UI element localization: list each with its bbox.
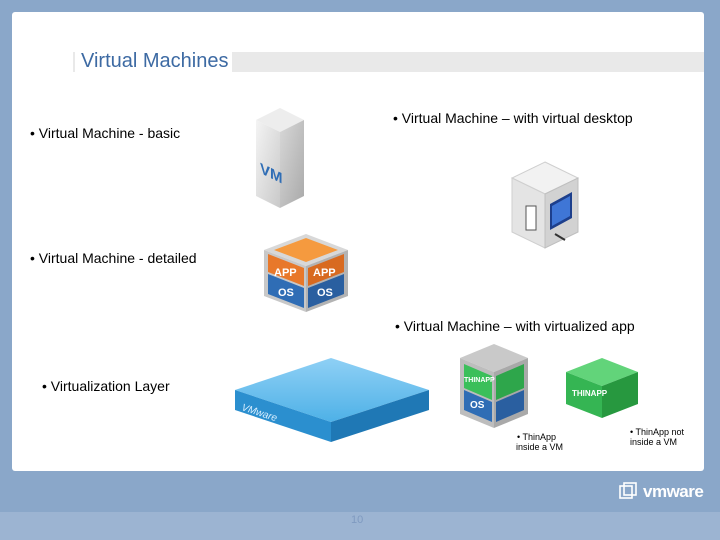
os-label-left: OS xyxy=(278,287,294,299)
thinapp-label-2: THINAPP xyxy=(572,389,608,398)
app-label-right: APP xyxy=(313,267,336,279)
virtualization-layer-icon: VMware xyxy=(235,358,429,442)
os-label-right: OS xyxy=(317,287,333,299)
footer-band xyxy=(0,512,720,540)
vm-cube-icon: VM xyxy=(256,108,304,208)
app-label-left: APP xyxy=(274,267,297,279)
vmware-logo-icon xyxy=(619,482,637,499)
vmware-logo-text: vmware xyxy=(643,482,704,501)
thinapp-label-1: THINAPP xyxy=(464,377,495,384)
bullet-virtualization-layer: • Virtualization Layer xyxy=(42,378,170,394)
thinapp-vm-cube-icon: THINAPP OS xyxy=(460,344,528,428)
caption-thinapp-inside-2: inside a VM xyxy=(516,442,564,452)
vm-app-os-cube-icon: APP APP OS OS xyxy=(264,234,348,312)
bullet-vm-app: • Virtual Machine – with virtualized app xyxy=(395,318,635,334)
bullet-vm-basic: • Virtual Machine - basic xyxy=(30,125,181,141)
bullet-vm-detailed: • Virtual Machine - detailed xyxy=(30,250,197,266)
os-label-thinapp: OS xyxy=(470,400,485,411)
caption-thinapp-not-2: inside a VM xyxy=(630,437,678,447)
caption-thinapp-inside-1: • ThinApp xyxy=(517,432,557,442)
vm-desktop-cube-icon xyxy=(510,161,580,249)
thinapp-cube-icon: THINAPP xyxy=(566,358,638,418)
caption-thinapp-not-1: • ThinApp not xyxy=(630,427,685,437)
page-number: 10 xyxy=(351,514,364,526)
slide-title: Virtual Machines xyxy=(75,48,233,74)
bullet-vm-desktop: • Virtual Machine – with virtual desktop xyxy=(393,110,633,126)
